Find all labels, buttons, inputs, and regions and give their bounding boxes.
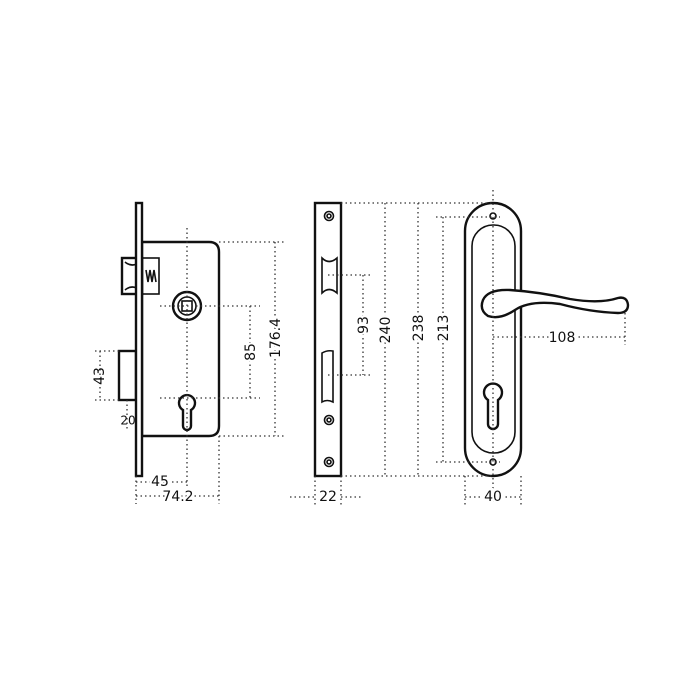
deadbolt (117, 349, 138, 402)
screw-hole-icon (323, 210, 335, 468)
dim-body-depth: 74.2 (162, 489, 193, 505)
dim-screw-distance: 213 (436, 315, 452, 342)
mortise-lock: 43 20 85 176.4 45 74.2 (92, 201, 286, 507)
dim-backplate-width: 40 (484, 489, 502, 505)
dim-lever-length: 108 (549, 330, 576, 346)
strike-plate: 93 240 22 (290, 201, 397, 506)
dim-backplate-height: 238 (411, 315, 427, 342)
dimension-lines (400, 190, 626, 506)
dim-strike-width: 22 (319, 489, 337, 505)
dim-body-height: 176.4 (268, 318, 284, 358)
dimension-lines (95, 228, 285, 504)
dim-opening-distance: 93 (356, 316, 372, 334)
lever-handle: 238 213 108 40 (400, 190, 630, 508)
deadbolt-opening (321, 349, 334, 404)
lock-faceplate (134, 201, 144, 478)
lever (480, 288, 630, 319)
dimension-lines (290, 202, 397, 506)
lock-body (140, 240, 221, 438)
latch-spring (145, 269, 157, 283)
dim-strike-height: 240 (378, 317, 394, 344)
latch-opening (321, 256, 338, 295)
dim-backset: 45 (151, 474, 169, 490)
dim-deadbolt-height: 43 (92, 367, 108, 385)
dim-deadbolt-throw: 20 (120, 414, 135, 428)
strike-plate-body (313, 201, 343, 478)
dim-center-distance: 85 (243, 343, 259, 361)
handle-backplate-inner (471, 224, 516, 454)
